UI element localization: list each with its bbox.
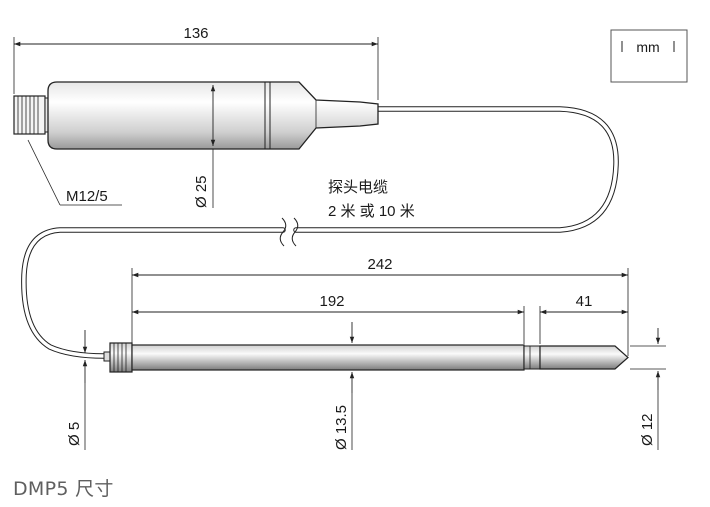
dimension-41: 41 xyxy=(539,293,628,344)
dimension-diameter-5: Ø 5 xyxy=(66,330,88,450)
dimension-diameter-12: Ø 12 xyxy=(630,328,666,450)
dimension-136-label: 136 xyxy=(183,25,208,42)
unit-box: mm xyxy=(610,29,688,83)
unit-label: mm xyxy=(636,39,659,55)
dimension-diameter-5-label: Ø 5 xyxy=(66,422,83,446)
dimension-41-label: 41 xyxy=(576,293,593,310)
dimension-242-label: 242 xyxy=(367,256,392,273)
dimension-242: 242 xyxy=(131,256,629,356)
transmitter-body xyxy=(13,81,379,150)
figure-caption: DMP5 尺寸 xyxy=(13,478,114,500)
cable xyxy=(21,106,619,359)
cable-label-line2: 2 米 或 10 米 xyxy=(328,203,415,220)
connector-callout: M12/5 xyxy=(27,139,122,206)
probe xyxy=(103,342,629,373)
dimension-diameter-25-label: Ø 25 xyxy=(193,175,210,208)
dimension-diameter-12-label: Ø 12 xyxy=(639,413,656,446)
dimension-192: 192 xyxy=(132,293,525,344)
cable-label: 探头电缆 2 米 或 10 米 xyxy=(328,179,415,220)
dimension-192-label: 192 xyxy=(319,293,344,310)
dimension-drawing: mm xyxy=(13,25,688,450)
cable-label-line1: 探头电缆 xyxy=(328,179,388,196)
dimension-diameter-13-5-label: Ø 13.5 xyxy=(333,405,350,450)
dimension-diameter-13-5: Ø 13.5 xyxy=(333,322,355,450)
connector-label: M12/5 xyxy=(66,188,108,205)
dimension-diameter-25: Ø 25 xyxy=(193,85,216,208)
dimension-136: 136 xyxy=(13,25,379,100)
